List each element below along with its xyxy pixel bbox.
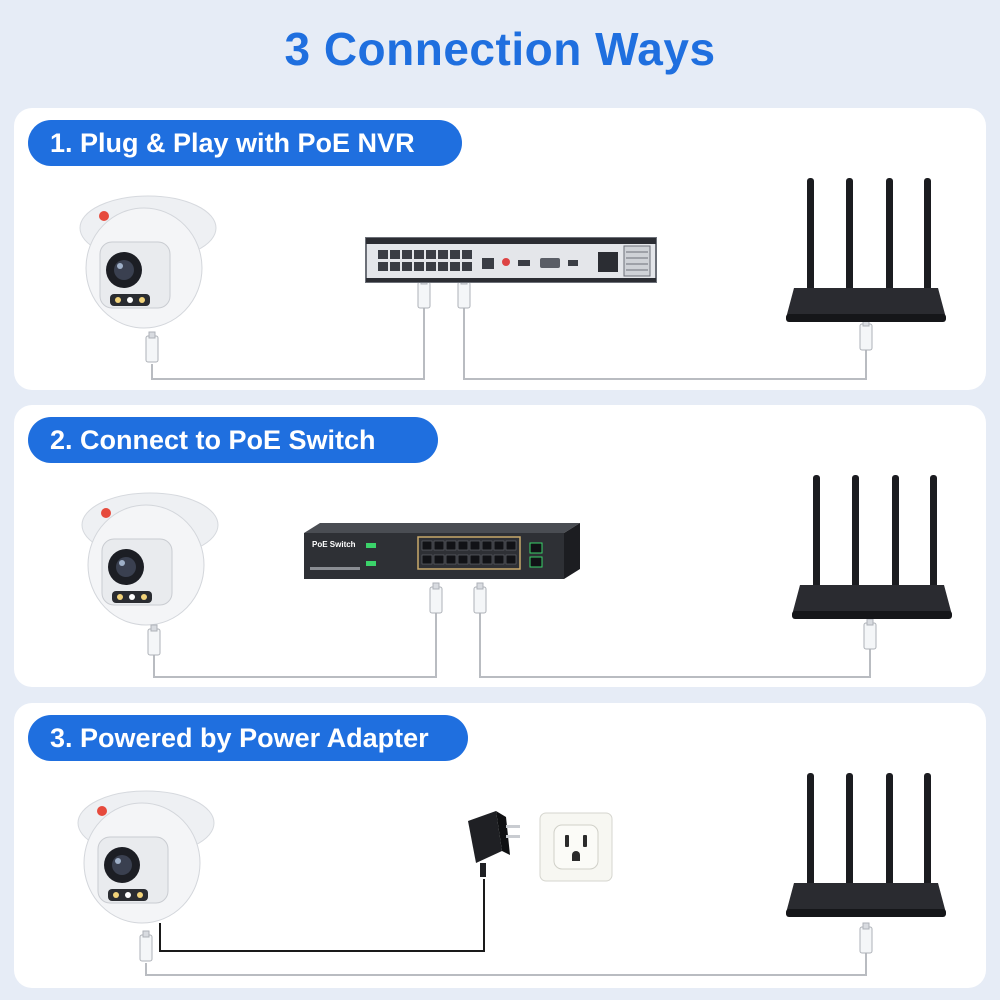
power-adapter-icon: [468, 811, 520, 877]
dome-camera-icon: [82, 493, 218, 625]
rj45-connector-icon: [860, 923, 872, 953]
switch-brand-text: PoE Switch: [312, 540, 356, 549]
rj45-connector-icon: [474, 583, 486, 613]
camera-to-nvr-cable: [152, 308, 424, 379]
router-icon: [786, 178, 946, 322]
method-panel-adapter: 3. Powered by Power Adapter: [14, 703, 986, 988]
page-title: 3 Connection Ways: [0, 22, 1000, 76]
dome-camera-icon: [78, 791, 214, 923]
dome-camera-icon: [80, 196, 216, 328]
rj45-connector-icon: [140, 931, 152, 961]
method-panel-nvr: 1. Plug & Play with PoE NVR: [14, 108, 986, 390]
rj45-connector-icon: [860, 320, 872, 350]
camera-to-switch-cable: [154, 613, 436, 677]
wall-outlet-icon: [540, 813, 612, 881]
rj45-connector-icon: [146, 332, 158, 362]
poe-switch-icon: PoE Switch: [304, 523, 580, 579]
rj45-connector-icon: [430, 583, 442, 613]
adapter-to-camera-cable: [160, 879, 484, 951]
nvr-connection-diagram: [14, 108, 986, 390]
nvr-icon: [366, 238, 656, 282]
method-panel-switch: 2. Connect to PoE Switch PoE Switch: [14, 405, 986, 687]
router-icon: [792, 475, 952, 619]
rj45-connector-icon: [864, 619, 876, 649]
switch-to-router-cable: [480, 613, 870, 677]
router-icon: [786, 773, 946, 917]
adapter-connection-diagram: [14, 703, 986, 988]
rj45-connector-icon: [148, 625, 160, 655]
camera-to-router-cable: [146, 953, 866, 975]
switch-connection-diagram: PoE Switch: [14, 405, 986, 687]
